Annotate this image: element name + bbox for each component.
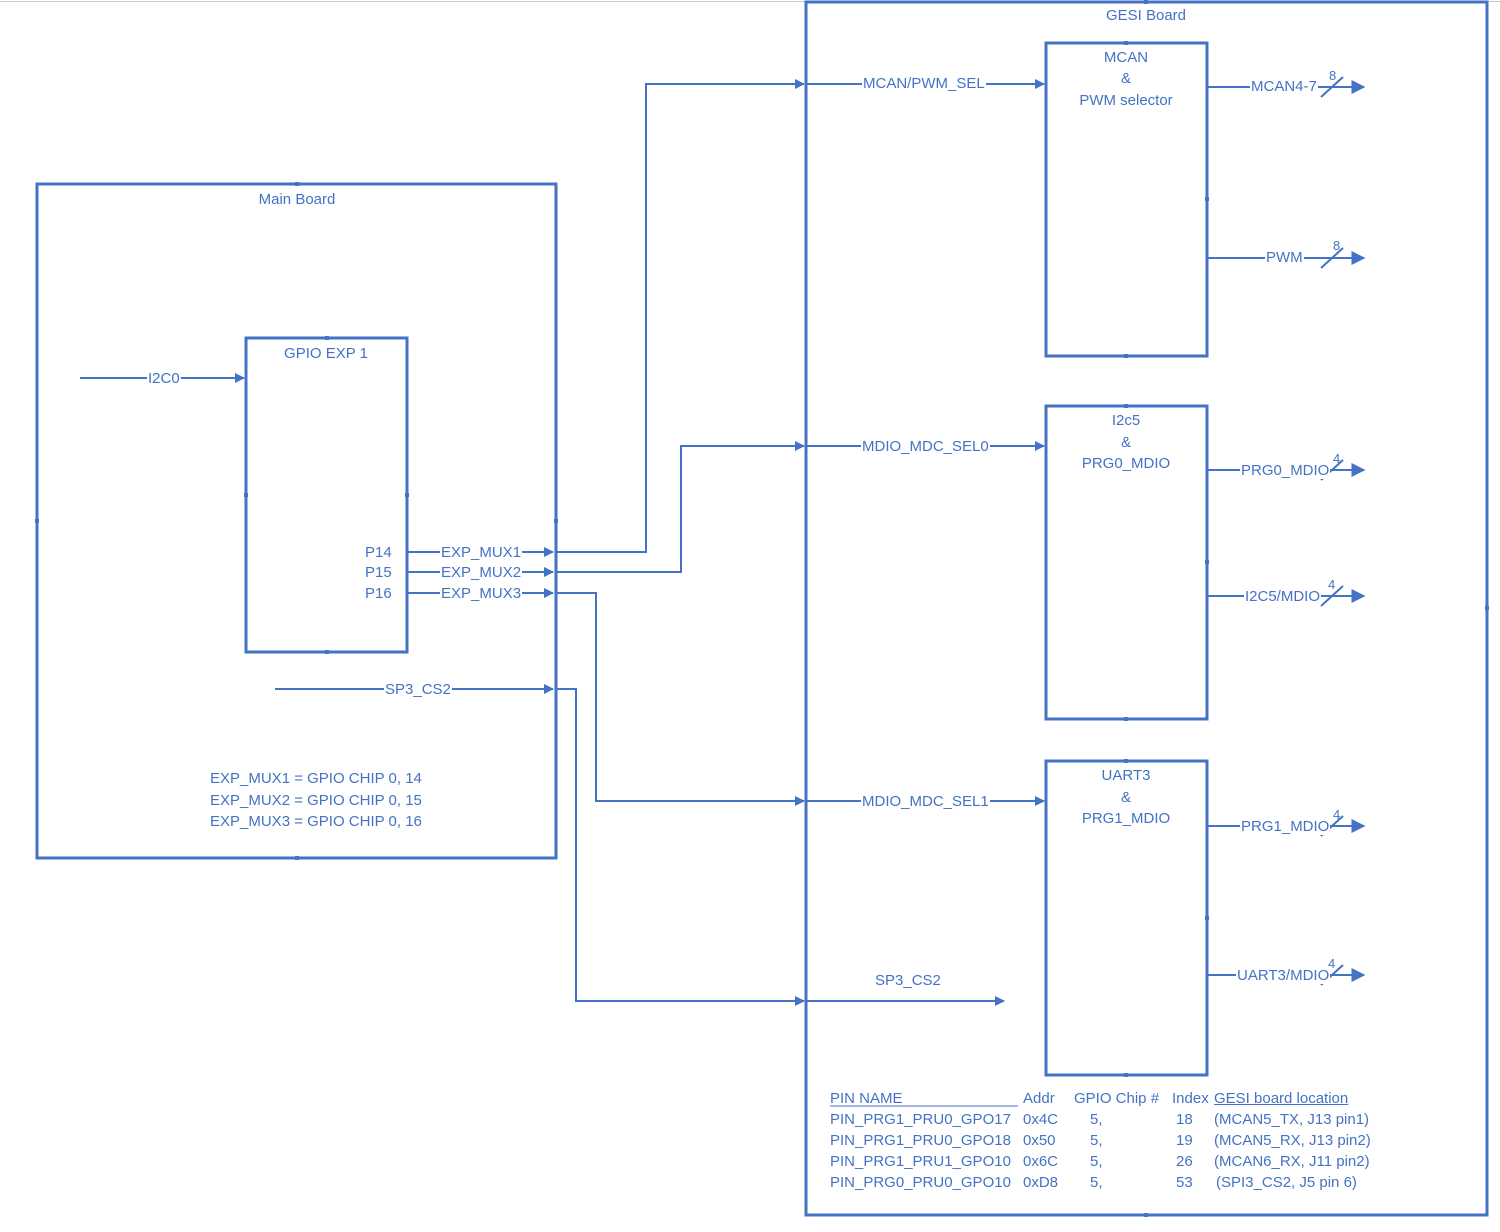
pin-name-cell: PIN_PRG1_PRU1_GPO10 [830, 1153, 1011, 1170]
index-cell: 53 [1176, 1174, 1193, 1191]
mdio-mdc-sel1-label: MDIO_MDC_SEL1 [861, 793, 990, 810]
block2-line2: & [1120, 434, 1132, 451]
addr-cell: 0x4C [1023, 1111, 1059, 1128]
pin-p15: P15 [365, 564, 392, 581]
pwm-bus-width: 8 [1333, 238, 1341, 253]
gesi-board-title: GESI Board [1105, 7, 1187, 24]
header-gpio-chip: GPIO Chip # [1074, 1090, 1160, 1107]
inter-board-wires [556, 79, 805, 1006]
location-cell: (MCAN5_TX, J13 pin1) [1214, 1111, 1370, 1128]
exp-mux1-label: EXP_MUX1 [440, 544, 523, 561]
location-cell: (MCAN6_RX, J11 pin2) [1214, 1153, 1370, 1170]
mdio-mdc-sel0-label: MDIO_MDC_SEL0 [861, 438, 990, 455]
block1-line3: PWM selector [1079, 92, 1173, 109]
header-index: Index [1172, 1090, 1209, 1107]
pwm-output-label: PWM [1265, 249, 1304, 266]
exp-mux3-label: EXP_MUX3 [440, 585, 523, 602]
mcan-pwm-block [1044, 41, 1209, 358]
gpio-chip-cell: 5, [1090, 1153, 1103, 1170]
main-board-box [35, 182, 558, 860]
mcan4-7-bus-width: 8 [1329, 68, 1337, 83]
location-cell: (SPI3_CS2, J5 pin 6) [1216, 1174, 1357, 1191]
i2c5-prg0-block [1044, 404, 1209, 721]
i2c5-mdio-output-label: I2C5/MDIO [1244, 588, 1322, 605]
gpio-chip-cell: 5, [1090, 1132, 1103, 1149]
block3-line3: PRG1_MDIO [1081, 810, 1171, 827]
mcan-pwm-sel-label: MCAN/PWM_SEL [862, 75, 986, 92]
pin-p14: P14 [365, 544, 392, 561]
block2-line1: I2c5 [1111, 412, 1141, 429]
index-cell: 18 [1176, 1111, 1193, 1128]
note-exp-mux1: EXP_MUX1 = GPIO CHIP 0, 14 [210, 770, 422, 787]
note-exp-mux3: EXP_MUX3 = GPIO CHIP 0, 16 [210, 813, 422, 830]
exp-mux2-label: EXP_MUX2 [440, 564, 523, 581]
gpio-chip-cell: 5, [1090, 1111, 1103, 1128]
prg0-mdio-output-label: PRG0_MDIO [1240, 462, 1331, 479]
note-exp-mux2: EXP_MUX2 = GPIO CHIP 0, 15 [210, 792, 422, 809]
sp3-cs2-main-label: SP3_CS2 [384, 681, 452, 698]
header-pin-name: PIN NAME [830, 1090, 903, 1107]
prg0-mdio-bus-width: 4 [1333, 451, 1341, 466]
header-gesi-location: GESI board location [1214, 1090, 1349, 1107]
uart3-prg1-block [1044, 759, 1209, 1077]
prg1-mdio-bus-width: 4 [1333, 807, 1341, 822]
index-cell: 26 [1176, 1153, 1193, 1170]
header-addr: Addr [1023, 1090, 1055, 1107]
uart3-mdio-bus-width: 4 [1328, 956, 1336, 971]
addr-cell: 0xD8 [1023, 1174, 1059, 1191]
pin-p16: P16 [365, 585, 392, 602]
pin-name-cell: PIN_PRG1_PRU0_GPO18 [830, 1132, 1011, 1149]
gpio-exp-box [244, 336, 409, 654]
prg1-mdio-output-label: PRG1_MDIO [1240, 818, 1331, 835]
block3-line2: & [1120, 789, 1132, 806]
addr-cell: 0x50 [1023, 1132, 1056, 1149]
main-board-title: Main Board [258, 191, 336, 208]
mcan4-7-output-label: MCAN4-7 [1250, 78, 1318, 95]
block1-line1: MCAN [1103, 49, 1149, 66]
output-buses [1207, 76, 1366, 986]
main-board-wires [80, 373, 554, 694]
gesi-internal-wires [806, 79, 1045, 1006]
pin-name-cell: PIN_PRG1_PRU0_GPO17 [830, 1111, 1011, 1128]
i2c5-mdio-bus-width: 4 [1328, 577, 1336, 592]
gpio-exp-title: GPIO EXP 1 [284, 345, 368, 362]
location-cell: (MCAN5_RX, J13 pin2) [1214, 1132, 1371, 1149]
addr-cell: 0x6C [1023, 1153, 1059, 1170]
uart3-mdio-output-label: UART3/MDIO [1236, 967, 1331, 984]
sp3-cs2-gesi-label: SP3_CS2 [875, 972, 941, 989]
gesi-board-box [804, 0, 1489, 1217]
block3-line1: UART3 [1101, 767, 1151, 784]
index-cell: 19 [1176, 1132, 1193, 1149]
block1-line2: & [1120, 70, 1132, 87]
pin-name-cell: PIN_PRG0_PRU0_GPO10 [830, 1174, 1011, 1191]
i2c0-label: I2C0 [147, 370, 181, 387]
block2-line3: PRG0_MDIO [1081, 455, 1171, 472]
edge-dots [35, 0, 1489, 1217]
gpio-chip-cell: 5, [1090, 1174, 1103, 1191]
